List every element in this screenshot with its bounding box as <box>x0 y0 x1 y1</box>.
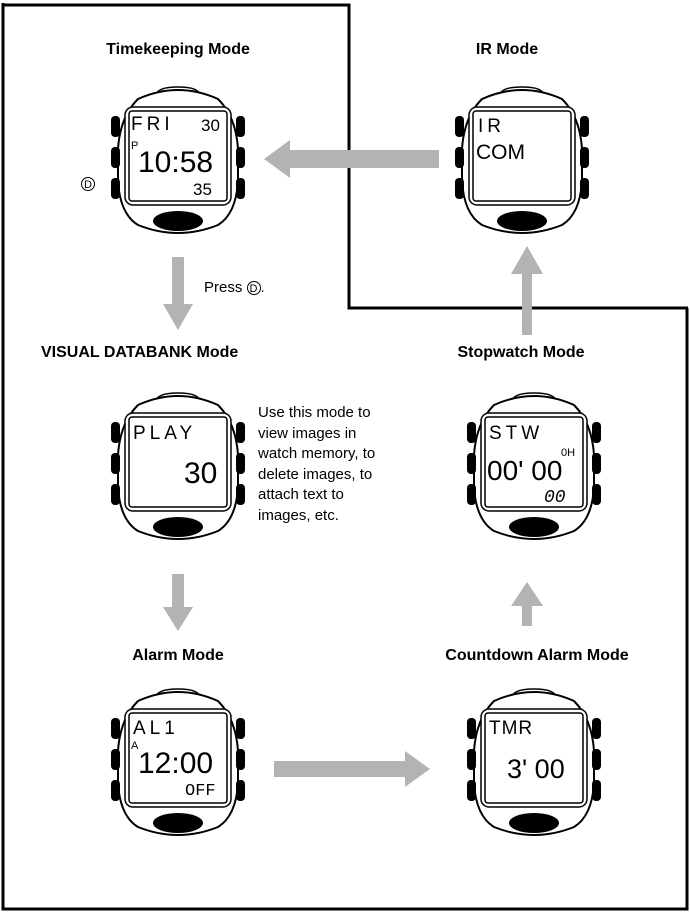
arrow-stopwatch-to-ir <box>511 246 543 335</box>
outer-border <box>1 3 689 911</box>
tk-date: 30 <box>201 116 220 135</box>
stw-hours: 0H <box>561 447 576 459</box>
databank-watch-icon <box>110 392 246 540</box>
ir-mode-title: IR Mode <box>475 41 539 58</box>
arrow-countdown-to-stopwatch <box>511 582 543 626</box>
d-button-label: D <box>81 175 95 192</box>
alarm-mode-title: Alarm Mode <box>132 647 224 664</box>
databank-description: Use this mode to view images in watch me… <box>258 404 376 524</box>
tk-day: FRI <box>131 114 174 135</box>
stw-fraction: 00 <box>544 488 566 508</box>
tk-seconds: 35 <box>193 180 212 199</box>
databank-value: 30 <box>184 457 218 490</box>
ir-line2: COM <box>476 141 525 164</box>
alarm-time: 12:00 <box>138 747 214 780</box>
arrow-alarm-to-countdown <box>274 751 430 787</box>
countdown-alarm-mode-title: Countdown Alarm Mode <box>445 647 629 664</box>
alarm-indicator: A <box>131 740 139 752</box>
alarm-status: OFF <box>185 782 216 801</box>
arrow-ir-to-timekeeping <box>264 140 439 178</box>
databank-line1: PLAY <box>133 423 197 444</box>
arrow-timekeeping-to-databank <box>163 257 193 330</box>
alarm-label: AL1 <box>133 718 179 739</box>
stopwatch-mode-title: Stopwatch Mode <box>457 344 585 361</box>
visual-databank-mode-title: VISUAL DATABANK Mode <box>41 344 239 361</box>
stw-label: STW <box>489 423 544 444</box>
timekeeping-mode-title: Timekeeping Mode <box>106 41 250 58</box>
ir-line1: IR <box>478 116 505 137</box>
stw-time: 00' 00 <box>487 455 563 486</box>
countdown-time: 3' 00 <box>507 754 565 784</box>
countdown-label: TMR <box>489 718 534 739</box>
tk-time: 10:58 <box>138 146 214 179</box>
arrow-databank-to-alarm <box>163 574 193 631</box>
tk-ampm: P <box>131 140 139 152</box>
press-d-instruction: Press D. <box>204 279 265 296</box>
